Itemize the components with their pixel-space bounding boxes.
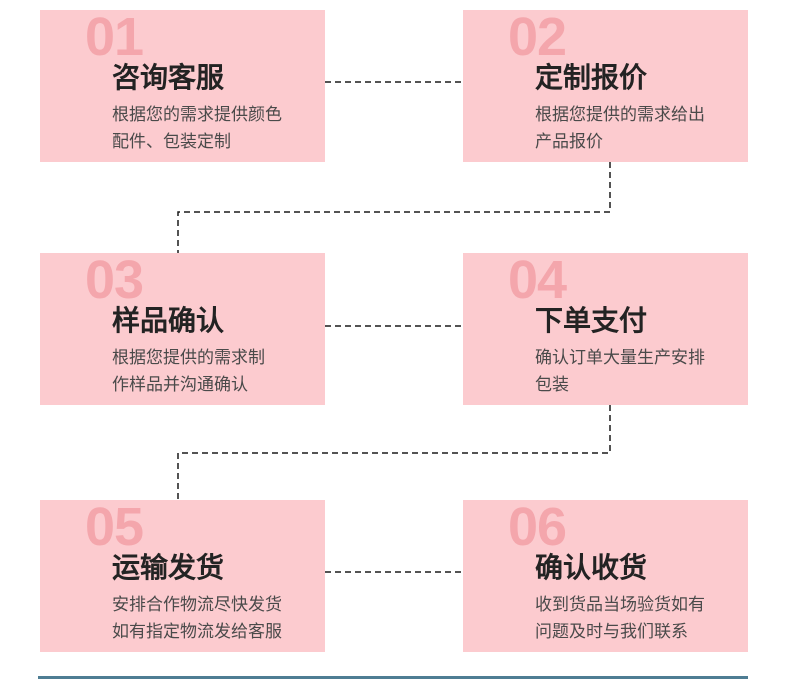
step-number: 03	[85, 250, 144, 310]
step-number: 04	[508, 250, 567, 310]
step-description-line-2: 问题及时与我们联系	[535, 622, 688, 641]
step-description-line-2: 作样品并沟通确认	[112, 375, 248, 394]
step-description: 根据您提供的需求给出产品报价	[535, 101, 705, 155]
step-card-1: 01 咨询客服 根据您的需求提供颜色配件、包装定制	[40, 10, 325, 162]
step-description-line-2: 包装	[535, 375, 569, 394]
step-description: 根据您的需求提供颜色配件、包装定制	[112, 101, 282, 155]
connector-step4-step5	[177, 405, 611, 500]
step-description-line-2: 产品报价	[535, 132, 603, 151]
step-number: 01	[85, 7, 144, 67]
step-number: 05	[85, 497, 144, 557]
step-description-line-1: 根据您提供的需求给出	[535, 105, 705, 124]
step-description-line-2: 如有指定物流发给客服	[112, 622, 282, 641]
step-description: 根据您提供的需求制作样品并沟通确认	[112, 344, 265, 398]
step-description-line-1: 安排合作物流尽快发货	[112, 595, 282, 614]
step-title: 运输发货	[112, 552, 225, 583]
step-card-2: 02 定制报价 根据您提供的需求给出产品报价	[463, 10, 748, 162]
step-description: 确认订单大量生产安排包装	[535, 344, 705, 398]
step-title: 定制报价	[535, 62, 648, 93]
step-description: 安排合作物流尽快发货如有指定物流发给客服	[112, 591, 282, 645]
section-divider-line	[38, 676, 748, 679]
step-title: 确认收货	[535, 552, 648, 583]
step-title: 咨询客服	[112, 62, 225, 93]
step-description-line-1: 根据您提供的需求制	[112, 348, 265, 367]
step-description-line-1: 确认订单大量生产安排	[535, 348, 705, 367]
step-description-line-2: 配件、包装定制	[112, 132, 231, 151]
step-card-5: 05 运输发货 安排合作物流尽快发货如有指定物流发给客服	[40, 500, 325, 652]
step-title: 样品确认	[112, 305, 225, 336]
step-card-6: 06 确认收货 收到货品当场验货如有问题及时与我们联系	[463, 500, 748, 652]
step-number: 06	[508, 497, 567, 557]
step-title: 下单支付	[535, 305, 648, 336]
step-number: 02	[508, 7, 567, 67]
step-card-4: 04 下单支付 确认订单大量生产安排包装	[463, 253, 748, 405]
step-description-line-1: 根据您的需求提供颜色	[112, 105, 282, 124]
step-description-line-1: 收到货品当场验货如有	[535, 595, 705, 614]
step-card-3: 03 样品确认 根据您提供的需求制作样品并沟通确认	[40, 253, 325, 405]
connector-step2-step3	[177, 162, 611, 253]
step-description: 收到货品当场验货如有问题及时与我们联系	[535, 591, 705, 645]
